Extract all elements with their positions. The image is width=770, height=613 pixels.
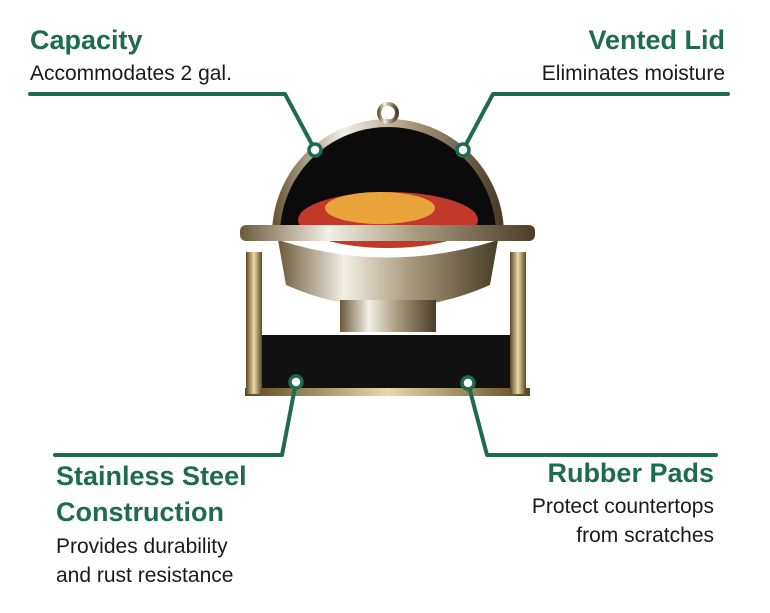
callout-dots (288, 142, 476, 391)
rubber-pads-desc-2: from scratches (576, 524, 714, 547)
stainless-desc-2: and rust resistance (56, 564, 234, 587)
lid-handle (377, 102, 399, 124)
vented-lid-line (461, 92, 730, 152)
callout-lines (28, 92, 730, 457)
rubber-pads-desc-1: Protect countertops (531, 495, 714, 518)
stainless-title-1: Stainless Steel (56, 461, 247, 491)
stainless-line (53, 380, 298, 457)
chafing-dish (240, 102, 535, 396)
capacity-desc: Accommodates 2 gal. (30, 62, 232, 85)
stainless-desc-1: Provides durability (56, 535, 228, 558)
capacity-line (28, 92, 317, 152)
rubber-pads-line (466, 381, 718, 457)
pan (278, 240, 498, 308)
capacity-title: Capacity (30, 25, 143, 55)
frame-bar (240, 225, 535, 241)
vented-lid-title: Vented Lid (588, 25, 725, 55)
rubber-pads-title: Rubber Pads (547, 458, 714, 488)
left-leg (246, 252, 262, 394)
vented-lid-desc: Eliminates moisture (541, 62, 725, 85)
stainless-title-2: Construction (56, 497, 224, 527)
right-leg (510, 252, 526, 394)
